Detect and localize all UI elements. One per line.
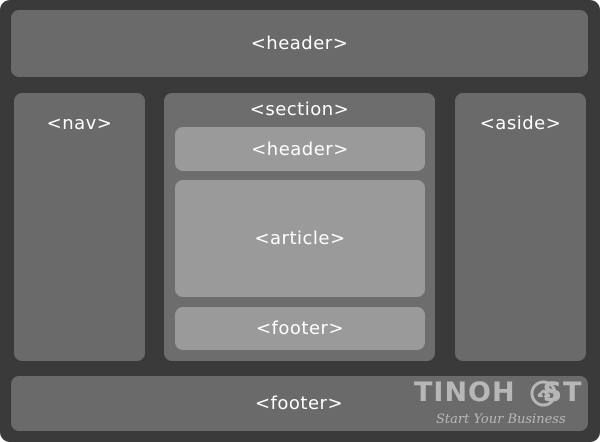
aside-label: <aside> xyxy=(479,113,562,134)
page-footer-label: <footer> xyxy=(254,393,344,414)
article-label: <article> xyxy=(254,228,346,249)
article-block: <article> xyxy=(175,180,425,297)
nav-block: <nav> xyxy=(14,93,145,361)
page-header-block: <header> xyxy=(11,10,588,77)
nav-label: <nav> xyxy=(46,113,113,134)
aside-block: <aside> xyxy=(455,93,586,361)
section-label: <section> xyxy=(249,99,350,120)
section-footer-block: <footer> xyxy=(175,307,425,350)
logo-tagline: Start Your Business xyxy=(436,412,566,427)
section-header-label: <header> xyxy=(251,138,349,160)
section-footer-label: <footer> xyxy=(255,318,345,339)
cloud-upload-icon xyxy=(530,380,557,407)
page-header-label: <header> xyxy=(250,33,349,54)
section-header-block: <header> xyxy=(175,127,425,171)
page-footer-block: <footer> xyxy=(11,376,588,431)
